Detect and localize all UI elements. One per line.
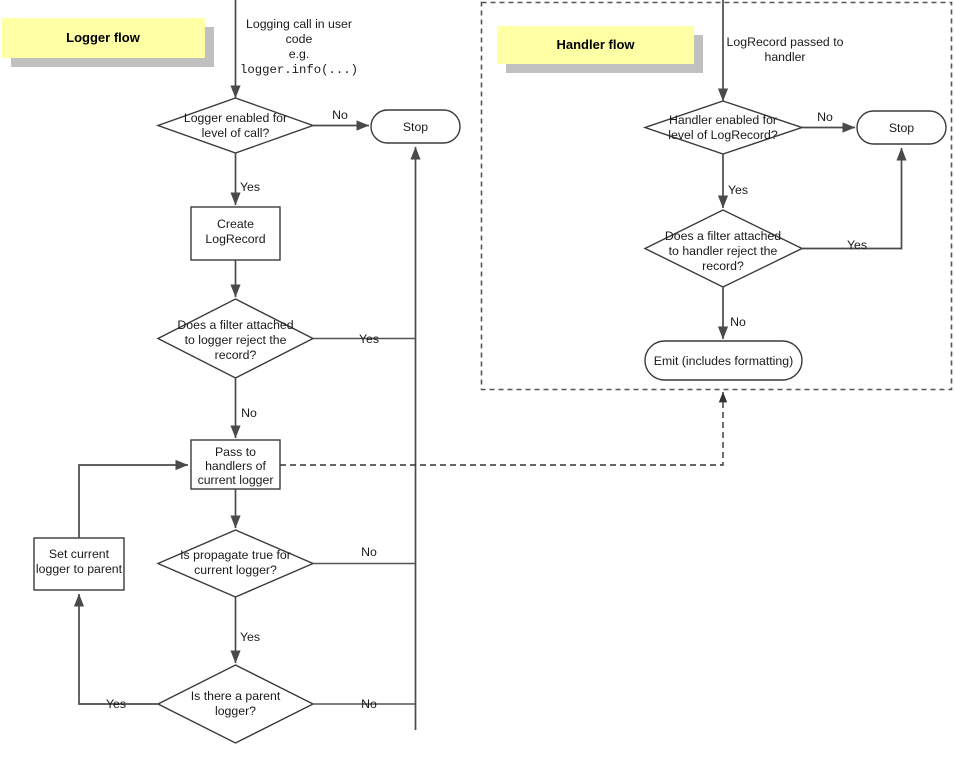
- process-pass-to-handlers-line3: current logger: [198, 473, 274, 487]
- terminator-handler-stop: [856, 110, 947, 145]
- edge-label-handler-filter-yes: Yes: [847, 238, 867, 252]
- edge-label-propagate-yes: Yes: [240, 630, 260, 644]
- edge-handler-filter-yes: [802, 147, 907, 250]
- decision-logger-filter-line3: record?: [215, 348, 257, 362]
- decision-handler-filter-line3: record?: [702, 259, 744, 273]
- process-create-logrecord-line1: Create: [217, 217, 254, 231]
- edge-label-logger-filter-no: No: [241, 406, 257, 420]
- edge-parent-yes: [73, 593, 158, 705]
- entry-caption-line1: Logging call in user: [246, 17, 352, 31]
- decision-handler-filter-line2: to handler reject the: [669, 244, 778, 258]
- handler-entry-caption-line2: handler: [764, 50, 805, 64]
- handler-flow-banner: [497, 26, 694, 64]
- edge-label-logger-filter-yes: Yes: [359, 332, 379, 346]
- logger-flow-banner: [2, 18, 205, 58]
- edge-label-logger-enabled-no: No: [332, 108, 348, 122]
- decision-propagate-line1: Is propagate true for: [180, 548, 291, 562]
- process-create-logrecord: [190, 206, 281, 261]
- entry-caption-line3: e.g.: [289, 47, 310, 61]
- entry-caption-code: logger.info(...): [240, 63, 358, 77]
- decision-logger-filter-line1: Does a filter attached: [177, 318, 293, 332]
- decision-logger-filter-line2: to logger reject the: [185, 333, 287, 347]
- process-pass-to-handlers-line2: handlers of: [205, 459, 266, 473]
- decision-handler-filter-line1: Does a filter attached: [665, 229, 781, 243]
- handler-flow-group-border: [480, 1, 953, 391]
- process-set-parent-line1: Set current: [49, 547, 110, 561]
- decision-parent-logger-line1: Is there a parent: [191, 689, 281, 703]
- decision-parent-logger-line2: logger?: [215, 704, 256, 718]
- decision-propagate-line2: current logger?: [194, 563, 277, 577]
- process-pass-to-handlers-line1: Pass to: [215, 445, 256, 459]
- edge-label-handler-enabled-yes: Yes: [728, 183, 748, 197]
- terminator-emit: [644, 340, 803, 381]
- edge-label-propagate-no: No: [361, 545, 377, 559]
- edge-label-handler-enabled-no: No: [817, 110, 833, 124]
- terminator-logger-stop: [370, 109, 461, 144]
- edge-set-parent-to-handlers: [78, 459, 189, 538]
- entry-caption-line2: code: [286, 32, 313, 46]
- edge-label-logger-enabled-yes: Yes: [240, 180, 260, 194]
- decision-handler-enabled-line1: Handler enabled for: [669, 113, 777, 127]
- decision-logger-enabled-line1: Logger enabled for: [184, 111, 287, 125]
- edge-dashed-handlers-to-handler-flow: [280, 391, 728, 466]
- process-create-logrecord-line2: LogRecord: [205, 232, 265, 246]
- decision-logger-enabled-line2: level of call?: [202, 126, 270, 140]
- logger-flow-banner-label: Logger flow: [66, 30, 141, 45]
- process-set-parent-line2: logger to parent: [36, 562, 123, 576]
- edge-label-parent-no: No: [361, 697, 377, 711]
- terminator-logger-stop-label: Stop: [403, 120, 428, 134]
- terminator-handler-stop-label: Stop: [889, 121, 914, 135]
- edge-label-handler-filter-no: No: [730, 315, 746, 329]
- handler-flow-banner-label: Handler flow: [556, 37, 635, 52]
- process-set-current-logger-to-parent: [33, 537, 125, 591]
- edge-label-parent-yes: Yes: [106, 697, 126, 711]
- decision-handler-enabled-line2: level of LogRecord?: [668, 128, 778, 142]
- handler-entry-caption-line1: LogRecord passed to: [727, 35, 844, 49]
- decision-parent-logger: [156, 664, 315, 744]
- terminator-emit-label: Emit (includes formatting): [654, 354, 793, 368]
